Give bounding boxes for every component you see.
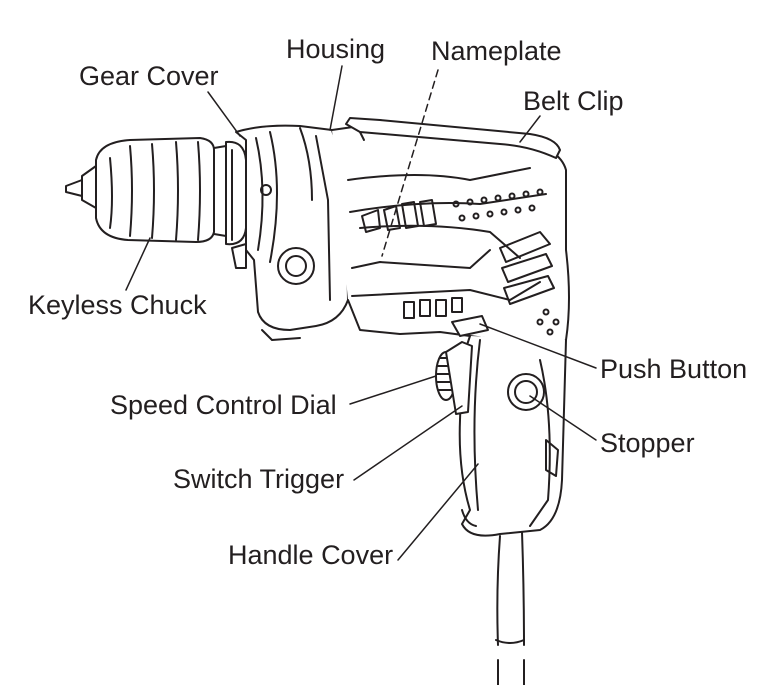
leader-handle-cover — [397, 463, 479, 561]
label-stopper: Stopper — [600, 428, 695, 458]
label-housing: Housing — [286, 34, 386, 64]
leader-lines — [125, 65, 597, 561]
label-handle-cover: Handle Cover — [228, 540, 394, 570]
gear-cover-part — [231, 124, 349, 341]
label-push-button: Push Button — [600, 354, 748, 384]
leader-housing — [329, 65, 343, 131]
label-belt-clip: Belt Clip — [523, 86, 624, 116]
label-gear-cover: Gear Cover — [79, 61, 219, 91]
push-button-part — [451, 315, 489, 337]
leader-belt-clip — [519, 115, 541, 143]
label-nameplate: Nameplate — [431, 36, 562, 66]
label-keyless-chuck: Keyless Chuck — [28, 290, 207, 320]
leader-gear-cover — [207, 91, 241, 137]
stopper-part — [507, 373, 545, 411]
switch-trigger-part — [445, 341, 473, 415]
leader-push-button — [479, 323, 597, 369]
leader-nameplate — [381, 69, 439, 257]
leader-stopper — [529, 395, 597, 441]
leader-switch-trigger — [353, 405, 463, 481]
leader-keyless-chuck — [125, 237, 151, 291]
label-speed-control-dial: Speed Control Dial — [110, 390, 337, 420]
label-switch-trigger: Switch Trigger — [173, 464, 345, 494]
belt-clip-part — [345, 117, 561, 159]
housing-part — [331, 125, 570, 361]
leader-speed-dial — [349, 375, 437, 405]
keyless-chuck-part — [65, 137, 247, 246]
